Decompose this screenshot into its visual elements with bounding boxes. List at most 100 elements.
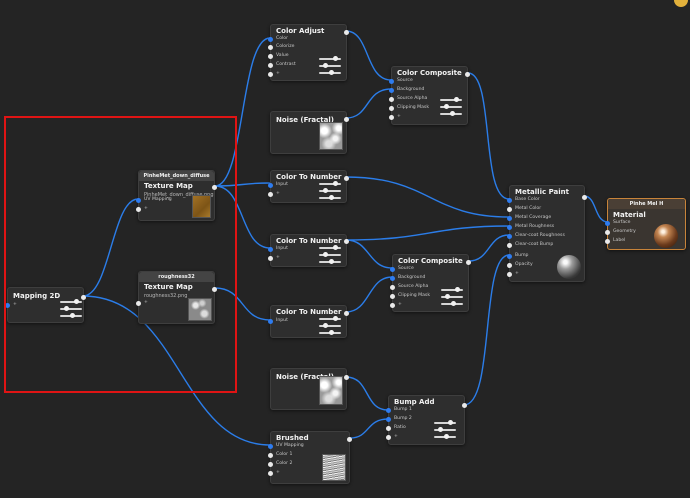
input-socket-add[interactable] <box>268 72 273 77</box>
node-settings-icon[interactable] <box>319 245 341 265</box>
input-socket-add[interactable] <box>389 115 394 120</box>
wire-coloradjust-to-composite <box>345 30 392 81</box>
input-socket-ratio[interactable] <box>386 426 391 431</box>
input-label: + <box>13 302 17 307</box>
input-socket-input[interactable] <box>268 183 273 188</box>
output-socket[interactable] <box>212 185 217 190</box>
input-socket-source[interactable] <box>389 79 394 84</box>
color-to-number-node[interactable]: Color To Number Input + <box>268 234 349 267</box>
noise-fractal-node[interactable]: Noise (Fractal) <box>270 111 349 154</box>
input-socket-source-alpha[interactable] <box>389 97 394 102</box>
input-socket-metal-roughness[interactable] <box>507 225 512 230</box>
output-socket[interactable] <box>466 260 471 265</box>
brushed-thumbnail <box>322 454 346 481</box>
input-label: Colorize <box>276 44 295 49</box>
texture-thumbnail <box>188 298 212 321</box>
input-socket-color[interactable] <box>268 37 273 42</box>
input-socket-clipping-mask[interactable] <box>390 294 395 299</box>
input-socket-input[interactable] <box>268 319 273 324</box>
texture-map-diffuse-node[interactable]: PinheMet_down_diffuse Texture Map PinheM… <box>136 170 217 221</box>
input-socket-add[interactable] <box>136 207 141 212</box>
input-socket-background[interactable] <box>390 276 395 281</box>
node-settings-icon[interactable] <box>440 97 462 117</box>
node-settings-icon[interactable] <box>60 299 82 319</box>
input-socket-bump1[interactable] <box>386 408 391 413</box>
input-label: + <box>276 255 280 260</box>
wire-noise-to-bumpadd <box>345 376 389 411</box>
color-adjust-node[interactable]: Color Adjust Color Colorize Value Contra… <box>268 24 349 81</box>
color-composite-node[interactable]: Color Composite Source Background Source… <box>389 66 470 125</box>
input-socket-bump[interactable] <box>507 254 512 259</box>
input-socket-contrast[interactable] <box>268 63 273 68</box>
input-socket-background[interactable] <box>389 88 394 93</box>
node-settings-icon[interactable] <box>319 316 341 336</box>
output-socket[interactable] <box>344 311 349 316</box>
node-settings-icon[interactable] <box>434 420 456 440</box>
input-socket-label[interactable] <box>605 239 610 244</box>
mapping-2d-node[interactable]: Mapping 2D + <box>5 287 86 323</box>
input-socket-uv[interactable] <box>5 303 10 308</box>
input-socket-geometry[interactable] <box>605 230 610 235</box>
input-socket-source-alpha[interactable] <box>390 285 395 290</box>
input-socket-uv[interactable] <box>136 198 141 203</box>
bump-add-node[interactable]: Bump Add Bump 1 Bump 2 Ratio + <box>386 395 467 445</box>
node-settings-icon[interactable] <box>319 181 341 201</box>
color-to-number-node[interactable]: Color To Number Input <box>268 305 349 338</box>
output-socket[interactable] <box>465 72 470 77</box>
node-subtitle: PinheMet_down_diffuse <box>139 171 214 181</box>
output-socket[interactable] <box>344 117 349 122</box>
output-socket[interactable] <box>462 403 467 408</box>
color-composite-node[interactable]: Color Composite Source Background Source… <box>390 254 471 312</box>
input-socket-input[interactable] <box>268 247 273 252</box>
noise-fractal-node[interactable]: Noise (Fractal) <box>270 368 349 410</box>
input-socket-base-color[interactable] <box>507 198 512 203</box>
input-socket-colorize[interactable] <box>268 45 273 50</box>
input-socket-metal-coverage[interactable] <box>507 216 512 221</box>
input-socket-add[interactable] <box>136 301 141 306</box>
input-socket-opacity[interactable] <box>507 263 512 268</box>
texture-map-roughness-node[interactable]: roughness32 Texture Map roughness32.png … <box>136 271 217 324</box>
output-socket[interactable] <box>212 287 217 292</box>
input-socket-color2[interactable] <box>268 462 273 467</box>
input-socket-color1[interactable] <box>268 453 273 458</box>
input-socket-metal-color[interactable] <box>507 207 512 212</box>
input-socket-clipping-mask[interactable] <box>389 106 394 111</box>
input-socket-uv[interactable] <box>268 444 273 449</box>
node-title: Noise (Fractal) <box>276 373 334 381</box>
input-socket-clearcoat-bump[interactable] <box>507 243 512 248</box>
input-label: Input <box>276 318 288 323</box>
node-title: Brushed <box>276 434 309 442</box>
input-socket-add[interactable] <box>268 471 273 476</box>
input-socket-add[interactable] <box>268 256 273 261</box>
output-socket[interactable] <box>347 437 352 442</box>
input-label: Label <box>613 238 626 243</box>
node-title: Texture Map <box>144 283 193 291</box>
node-settings-icon[interactable] <box>319 56 341 76</box>
output-socket[interactable] <box>344 239 349 244</box>
node-settings-icon[interactable] <box>441 287 463 307</box>
input-socket-add[interactable] <box>386 435 391 440</box>
output-socket[interactable] <box>344 30 349 35</box>
output-socket[interactable] <box>344 375 349 380</box>
input-socket-add[interactable] <box>507 272 512 277</box>
input-label: + <box>144 300 148 305</box>
input-socket-value[interactable] <box>268 54 273 59</box>
color-to-number-node[interactable]: Color To Number Input + <box>268 170 349 203</box>
output-socket[interactable] <box>582 195 587 200</box>
material-output-node[interactable]: Pinhe Mel H Material Surface Geometry La… <box>605 198 686 250</box>
input-socket-add[interactable] <box>268 192 273 197</box>
input-socket-surface[interactable] <box>605 221 610 226</box>
metallic-paint-node[interactable]: Metallic Paint Base Color Metal Color Me… <box>507 185 587 282</box>
help-icon[interactable] <box>674 0 690 8</box>
texture-filename: PinheMet_down_diffuse.png <box>144 192 214 198</box>
brushed-node[interactable]: Brushed UV Mapping Color 1 Color 2 + <box>268 431 352 484</box>
node-title: Texture Map <box>144 182 193 190</box>
input-socket-bump2[interactable] <box>386 417 391 422</box>
input-socket-add[interactable] <box>390 303 395 308</box>
output-socket[interactable] <box>344 176 349 181</box>
texture-filename: roughness32.png <box>144 293 188 299</box>
input-socket-source[interactable] <box>390 267 395 272</box>
input-label: Source Alpha <box>398 284 429 289</box>
input-socket-clearcoat-roughness[interactable] <box>507 234 512 239</box>
output-socket[interactable] <box>81 295 86 300</box>
